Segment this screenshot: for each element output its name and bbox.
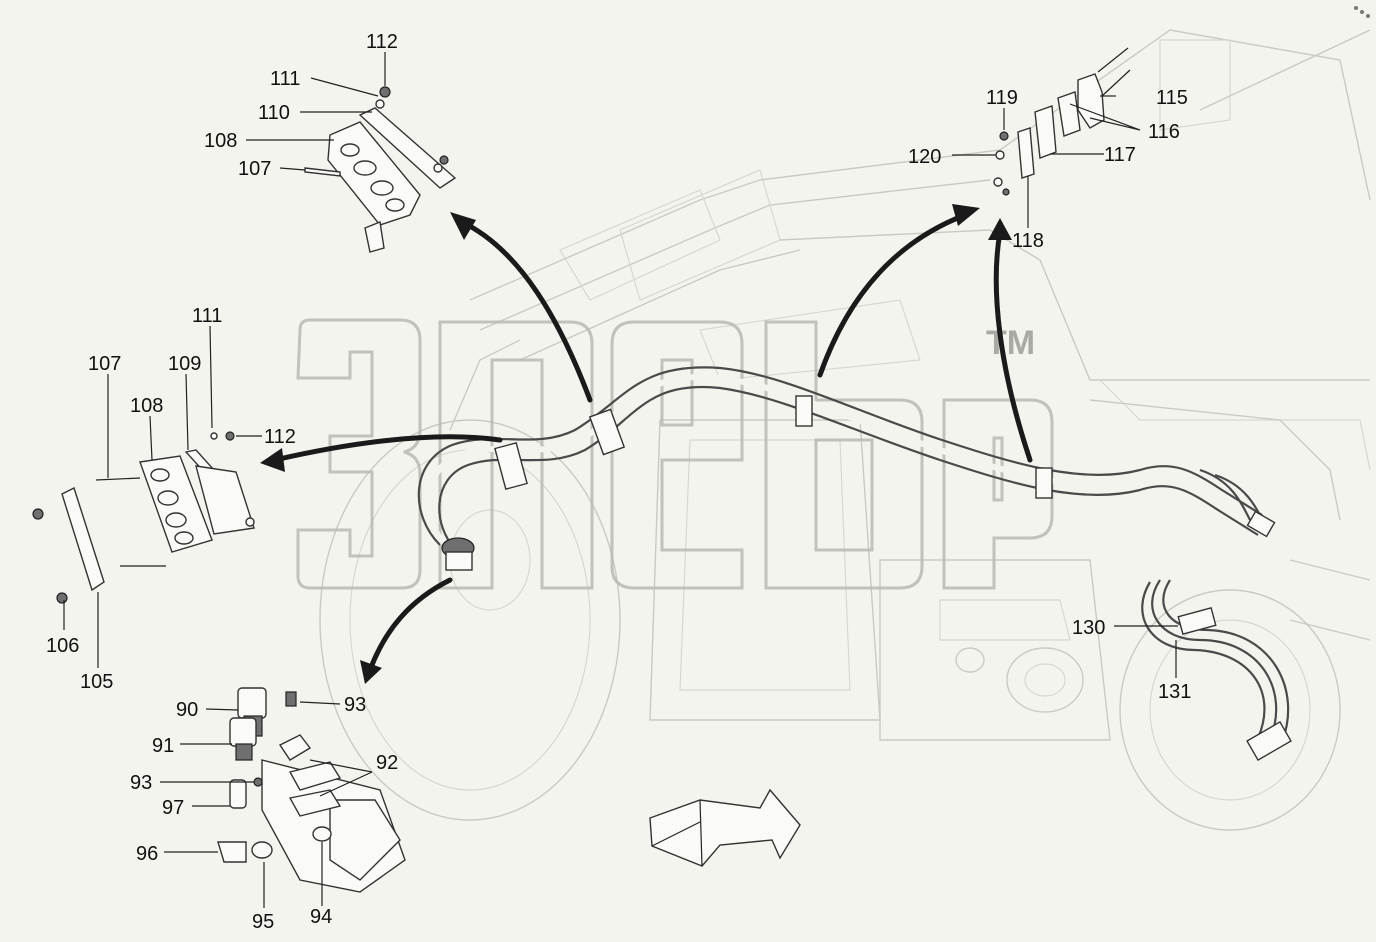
callout-115: 115 xyxy=(1156,87,1188,109)
callout-96: 96 xyxy=(136,843,158,865)
callout-105: 105 xyxy=(80,671,113,693)
callout-97: 97 xyxy=(162,797,184,819)
callout-117: 117 xyxy=(1104,144,1136,166)
callout-112-top: 112 xyxy=(366,31,398,53)
direction-arrow xyxy=(649,788,801,867)
callout-labels: 112 111 110 108 107 119 115 116 120 117 … xyxy=(46,31,1191,933)
watermark-trademark: TM xyxy=(986,324,1035,362)
callout-94: 94 xyxy=(310,906,332,928)
callout-111-left: 111 xyxy=(192,305,222,327)
callout-120: 120 xyxy=(908,146,941,168)
detail-lower-left xyxy=(217,687,406,893)
callout-93-lower: 93 xyxy=(130,772,152,794)
callout-109: 109 xyxy=(168,353,201,375)
machine-outline xyxy=(319,29,1371,831)
callout-119: 119 xyxy=(986,87,1018,109)
callout-112-left: 112 xyxy=(264,426,296,448)
callout-111-top: 111 xyxy=(270,68,300,90)
lower-right-hoses xyxy=(1141,579,1292,761)
callout-92: 92 xyxy=(376,752,398,774)
detail-left xyxy=(32,431,255,604)
callout-108-left: 108 xyxy=(130,395,163,417)
callout-107-top: 107 xyxy=(238,158,271,180)
callout-116: 116 xyxy=(1148,121,1180,143)
detail-top-right xyxy=(993,47,1131,196)
callout-90: 90 xyxy=(176,699,198,721)
callout-107-left: 107 xyxy=(88,353,121,375)
detail-arrows xyxy=(260,204,1033,684)
callout-93-upper: 93 xyxy=(344,694,366,716)
callout-106: 106 xyxy=(46,635,79,657)
callout-91: 91 xyxy=(152,735,174,757)
callout-95: 95 xyxy=(252,911,274,933)
leader-lines xyxy=(63,52,1178,908)
callout-108-top: 108 xyxy=(204,130,237,152)
callout-130: 130 xyxy=(1072,617,1105,639)
detail-top-left xyxy=(304,86,457,253)
callout-118: 118 xyxy=(1012,230,1044,252)
corner-mark xyxy=(1354,6,1370,18)
watermark-logo: TM xyxy=(296,318,1054,590)
hose-assembly xyxy=(417,366,1276,571)
callout-131: 131 xyxy=(1158,681,1191,703)
callout-110: 110 xyxy=(258,102,290,124)
